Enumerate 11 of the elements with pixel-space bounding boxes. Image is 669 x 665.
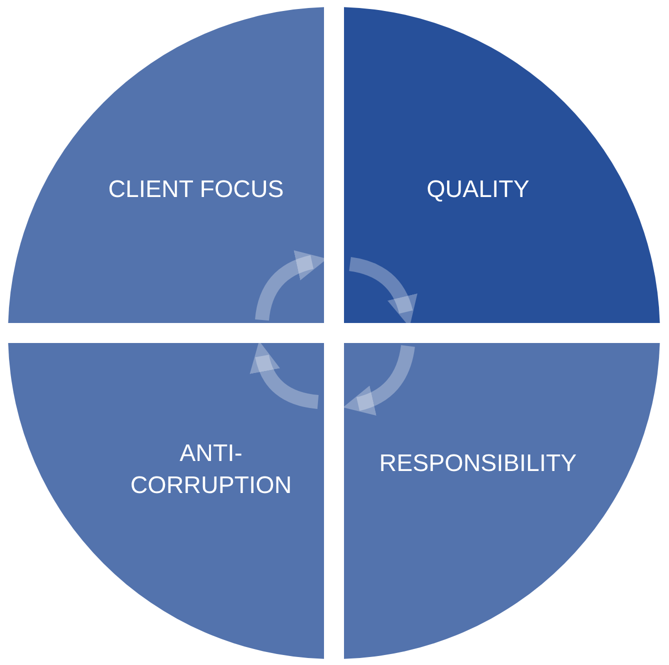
curved-arrow bbox=[343, 344, 415, 415]
segment-label: RESPONSIBILITY bbox=[378, 449, 578, 479]
quadrant-segment bbox=[344, 7, 660, 323]
segment-label: QUALITY bbox=[426, 175, 530, 205]
quadrant-segment bbox=[8, 343, 324, 659]
quadrant-segment bbox=[8, 7, 324, 323]
segment-label: CLIENT FOCUS bbox=[107, 175, 285, 205]
curved-arrow bbox=[250, 341, 319, 409]
curved-arrow bbox=[255, 251, 327, 321]
quadrant-segment bbox=[344, 343, 660, 659]
segment-label: ANTI- CORRUPTION bbox=[129, 439, 293, 501]
